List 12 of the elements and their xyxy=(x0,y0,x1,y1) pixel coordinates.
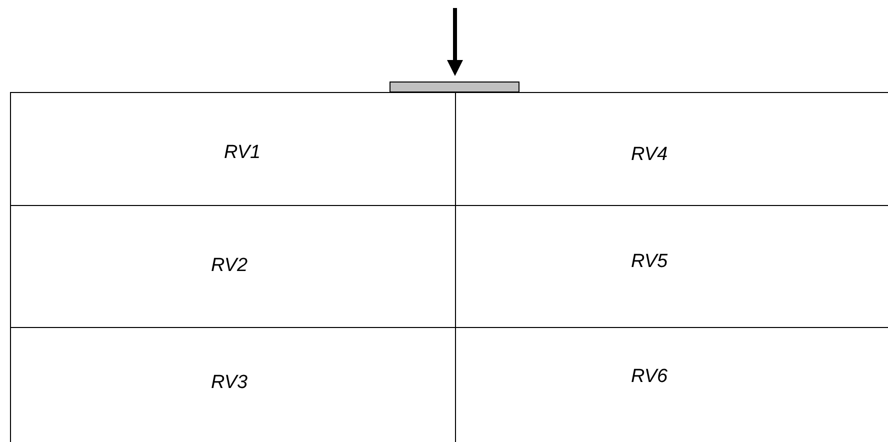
grid-cell xyxy=(455,327,888,442)
grid-cell xyxy=(455,92,888,205)
cell-label: RV3 xyxy=(211,372,248,394)
grid-cell xyxy=(10,92,455,205)
grid-cell xyxy=(10,327,455,442)
cell-label: RV1 xyxy=(224,142,261,164)
cell-label: RV2 xyxy=(211,255,248,277)
cell-label: RV5 xyxy=(631,251,668,273)
grid-cell xyxy=(455,205,888,327)
cell-label: RV4 xyxy=(631,144,668,166)
grid-cell xyxy=(10,205,455,327)
cell-label: RV6 xyxy=(631,366,668,388)
